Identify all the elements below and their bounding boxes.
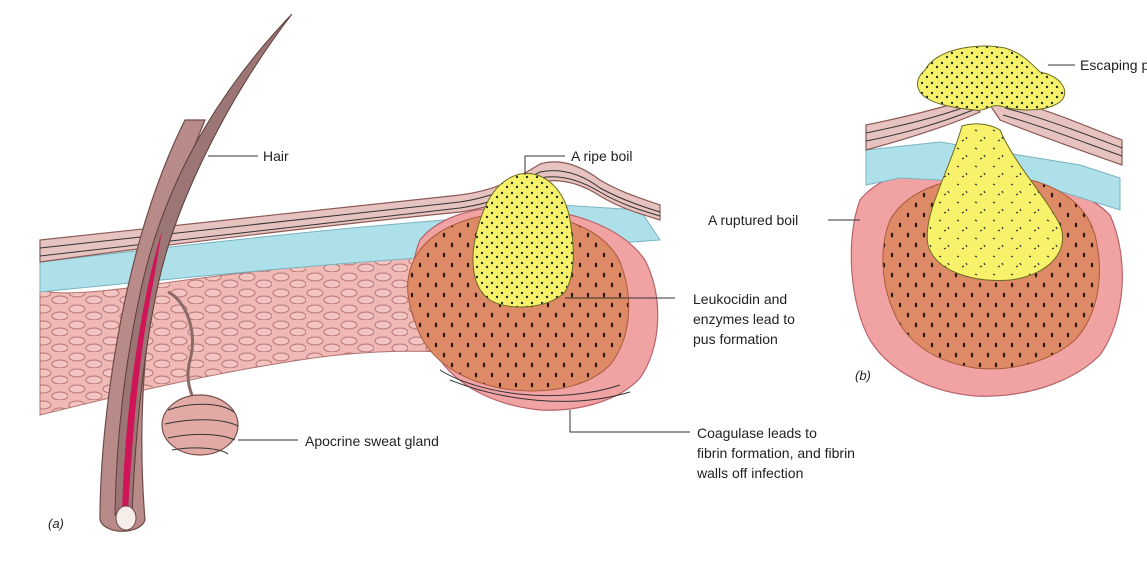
hair-bulb [116,506,136,530]
escaping-pus-blob [918,46,1065,110]
label-ripe-boil: A ripe boil [571,148,632,164]
label-sweat-gland: Apocrine sweat gland [305,433,439,449]
label-coagulase-line-1: Coagulase leads to [697,425,817,441]
panel-a-illustration [40,14,660,531]
panel-label-a: (a) [48,516,64,531]
label-hair: Hair [263,148,289,164]
label-coagulase-line-3: walls off infection [696,465,803,481]
label-escaping-pus: Escaping pus [1080,57,1147,73]
label-pus-formation-line-3: pus formation [693,331,778,347]
label-coagulase-line-2: fibrin formation, and fibrin [697,445,855,461]
panel-b-illustration [851,46,1122,396]
label-ruptured-boil: A ruptured boil [708,212,798,228]
panel-label-b: (b) [855,368,871,383]
label-pus-formation-line-2: enzymes lead to [693,311,795,327]
apocrine-sweat-gland [162,395,238,455]
label-pus-formation-line-1: Leukocidin and [693,291,787,307]
